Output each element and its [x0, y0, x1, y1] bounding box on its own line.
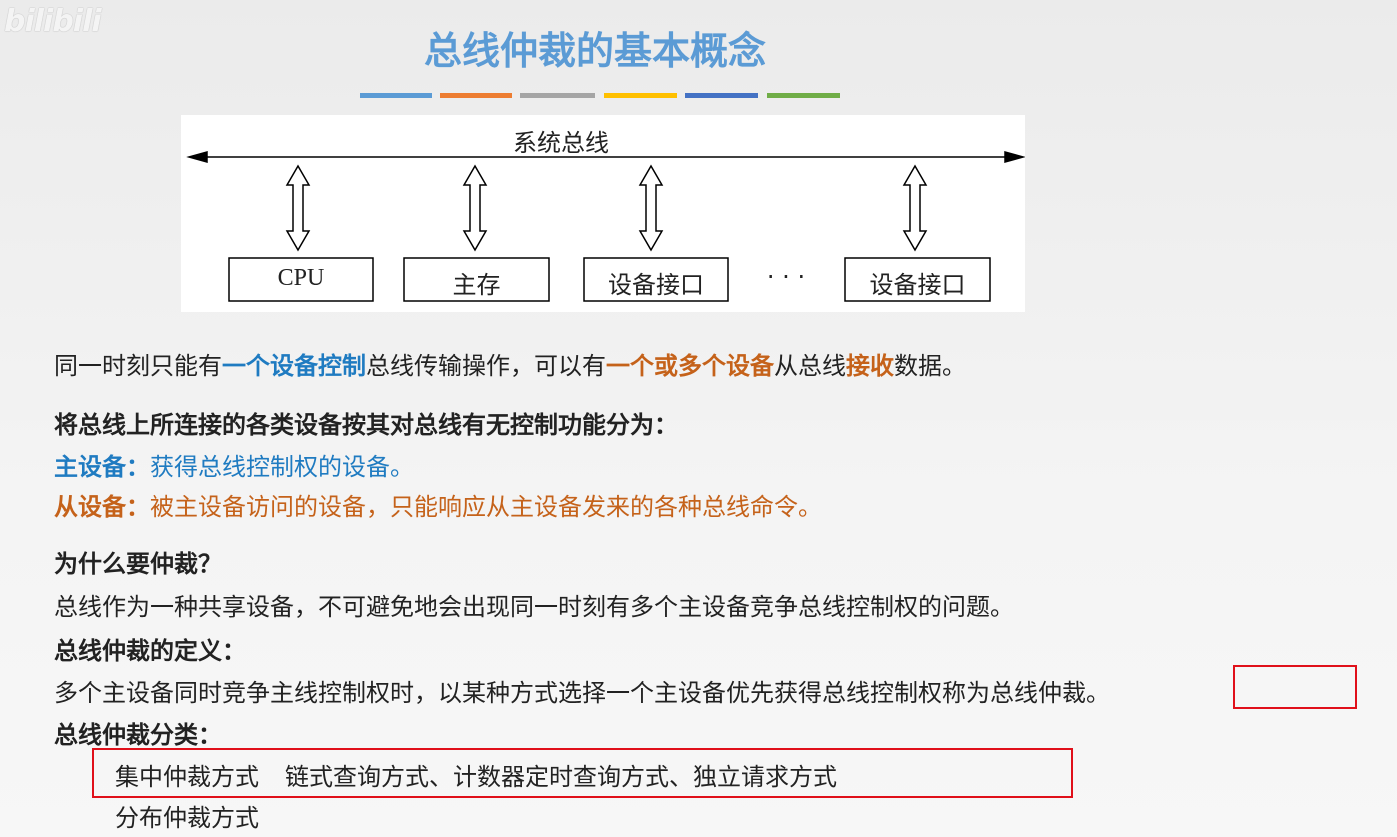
box-outline [228, 257, 374, 302]
text: 从总线 [774, 352, 846, 380]
centralized-arbitration-line: 集中仲裁方式链式查询方式、计数器定时查询方式、独立请求方式 [115, 757, 837, 792]
highlight-orange: 接收 [846, 352, 894, 380]
slide-title: 总线仲裁的基本概念 [423, 29, 766, 73]
bus-diagram: 系统总线 CPU 主存 设备接口 · · · 设备接口 [181, 115, 1025, 312]
text: 。 [1086, 679, 1110, 707]
highlight-blue: 一个设备控制 [222, 352, 366, 380]
master-device-line: 主设备：获得总线控制权的设备。 [54, 447, 414, 482]
double-arrow-icon [638, 164, 664, 252]
title-underline-segment [604, 93, 677, 98]
bus-arrow-right [1004, 151, 1025, 163]
highlight-box [92, 748, 1073, 798]
double-arrow-icon [462, 164, 488, 252]
bilibili-watermark: bilibili [4, 4, 102, 39]
box-outline [583, 257, 729, 302]
definition-text: 多个主设备同时竞争主线控制权时，以某种方式选择一个主设备优先获得总线控制权称为总… [54, 673, 1110, 708]
text: 同一时刻只能有 [54, 352, 222, 380]
why-arbitrate-text: 总线作为一种共享设备，不可避免地会出现同一时刻有多个主设备竞争总线控制权的问题。 [54, 593, 1014, 621]
distributed-arbitration-line: 分布仲裁方式 [115, 804, 259, 832]
text: 数据。 [894, 352, 966, 380]
bus-arrow-left [186, 151, 208, 163]
heading-definition: 总线仲裁的定义： [54, 637, 246, 665]
box-outline [403, 257, 550, 302]
device-interface: 设备接口 [869, 271, 966, 299]
box-outline [844, 257, 991, 302]
double-arrow-icon [902, 164, 928, 252]
text: 链式查询方式、计数器定时查询方式、独立请求方式 [285, 763, 837, 791]
title-underline-segment [440, 93, 512, 98]
term-bus-arbitration: 总线仲裁 [990, 679, 1086, 707]
ellipsis: · · · [766, 263, 806, 291]
text: 获得总线控制权的设备。 [150, 453, 414, 481]
text-line-bus-control: 同一时刻只能有一个设备控制总线传输操作，可以有一个或多个设备从总线接收数据。 [54, 346, 966, 381]
heading-device-classes: 将总线上所连接的各类设备按其对总线有无控制功能分为： [54, 411, 678, 439]
title-underline-segment [685, 93, 758, 98]
text: 多个主设备同时竞争主线控制权时，以某种方式选择一个主设备优先获得总线控制权称为 [54, 679, 990, 707]
label: 从设备： [54, 493, 150, 521]
device-interface: 设备接口 [608, 271, 704, 299]
title-underline-segment [360, 93, 432, 98]
title-underline-segment [767, 93, 840, 98]
double-arrow-icon [285, 164, 311, 252]
highlight-orange: 一个或多个设备 [606, 352, 774, 380]
heading-classification: 总线仲裁分类： [54, 721, 222, 749]
slave-device-line: 从设备：被主设备访问的设备，只能响应从主设备发来的各种总线命令。 [54, 487, 822, 522]
highlight-box [1233, 665, 1357, 709]
text: 总线传输操作，可以有 [366, 352, 606, 380]
bus-label: 系统总线 [513, 129, 609, 157]
bus-diagram-graphic [186, 151, 1025, 302]
text: 被主设备访问的设备，只能响应从主设备发来的各种总线命令。 [150, 493, 822, 521]
label: 主设备： [54, 453, 150, 481]
title-underline-segment [520, 93, 595, 98]
text: 集中仲裁方式 [115, 763, 259, 791]
device-memory: 主存 [452, 271, 501, 299]
device-cpu: CPU [277, 265, 325, 291]
heading-why-arbitrate: 为什么要仲裁？ [54, 550, 222, 578]
